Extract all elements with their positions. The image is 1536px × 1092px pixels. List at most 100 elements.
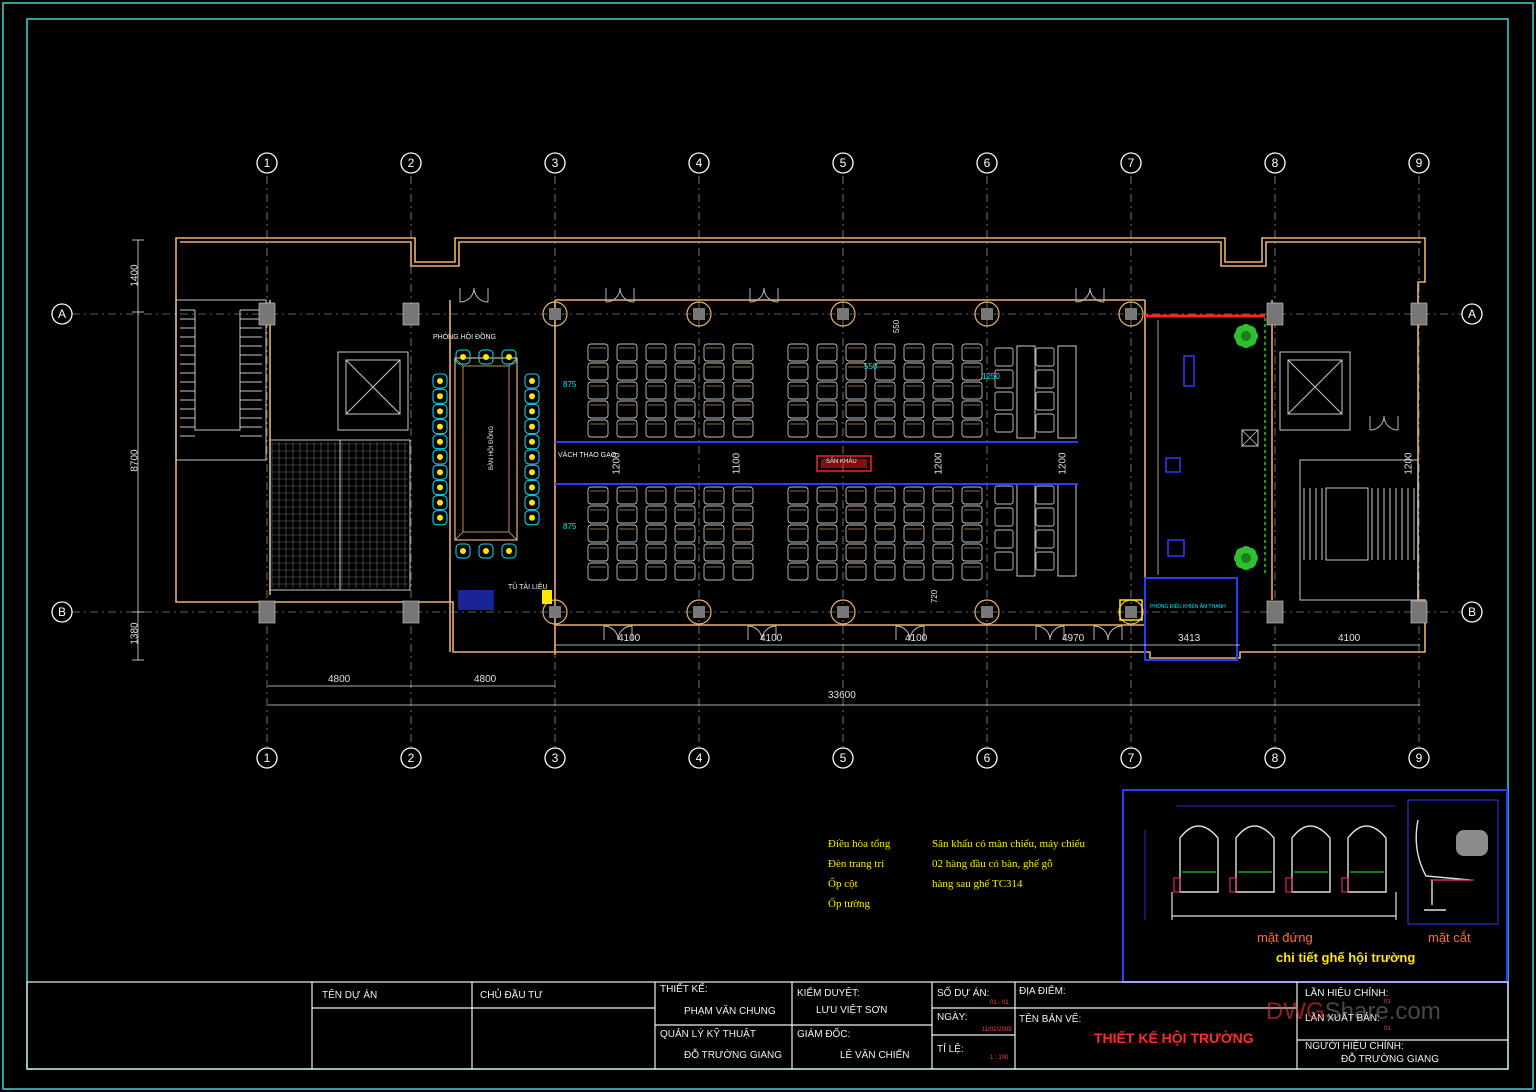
column-square [258,302,276,326]
seat [961,343,983,362]
seat [816,524,838,543]
seat [674,543,696,562]
legend-4: Ốp tường [828,898,871,910]
board-chair-dot [506,548,512,554]
detail-section-chair [1415,819,1471,911]
label-boardroom: PHÒNG HỘI ĐỒNG [433,334,497,341]
column-core [981,606,993,618]
seat [816,400,838,419]
dim-bay-1: 4100 [618,633,641,644]
seat [616,543,638,562]
tb-owner-label: CHỦ ĐẦU TƯ [480,990,543,1001]
grid-bottom-7-label: 7 [1127,751,1135,765]
column-round [974,301,1000,327]
grid-lines [72,176,1462,748]
tb-revision: 01 [1384,999,1391,1005]
tb-date: 11/02/2009 [982,1027,1012,1033]
tb-director-label: GIÁM ĐỐC: [797,1029,851,1040]
seat [932,524,954,543]
door-swing [1107,625,1123,641]
desk-seat [994,529,1014,549]
seat [816,543,838,562]
board-chair [432,388,448,404]
grid-bottom-1-circle [256,747,278,769]
seat [787,486,809,505]
description-3: hàng sau ghế TC314 [932,878,1023,890]
auditorium-seats [587,343,983,581]
dim-misc-1: 550 [892,319,902,334]
column-square [258,600,276,624]
detail-armrest [1229,877,1237,893]
grid-bottom-8-circle [1264,747,1286,769]
legend-3: Ốp cột [828,878,858,890]
dim-bay-3: 4100 [905,633,928,644]
grid-bottom-9-circle [1408,747,1430,769]
tb-issue: 01 [1384,1026,1391,1032]
desk-seat [994,369,1014,389]
seat [732,543,754,562]
board-chair-dot [437,438,443,445]
door-swing [763,287,779,303]
tb-location-label: ĐỊA ĐIỂM: [1019,986,1066,997]
column-core [837,308,849,320]
inner-frame [26,18,1509,1070]
door-swing [1369,415,1385,431]
seat [587,524,609,543]
desk [1057,345,1077,439]
seat [961,543,983,562]
seat [903,524,925,543]
dim-total: 33600 [828,690,856,701]
board-chair [524,388,540,404]
seat [932,419,954,438]
tb-drawing-name-label: TÊN BẢN VẼ: [1019,1014,1082,1025]
door-swing [1049,625,1065,641]
door-swing [603,625,619,641]
label-board-table: BÀN HỘI ĐỒNG [489,425,496,471]
seat [587,343,609,362]
tb-project-no: 01 - 01 [990,1000,1009,1006]
tb-reviser-label: NGƯỜI HIỆU CHỈNH: [1305,1041,1404,1052]
dim-bottom-a: 4800 [328,674,351,685]
board-chair-dot [529,408,535,415]
dim-bay-5: 3413 [1178,633,1201,644]
seat [587,419,609,438]
dimension-lines [132,239,1420,706]
seat [816,419,838,438]
door-swing [909,625,925,641]
seat [874,419,896,438]
detail-chair-back [1235,825,1275,893]
board-chair-dot [437,408,443,415]
center-marker-fill [821,459,867,468]
desk-seat [994,347,1014,367]
grid-bottom-3-label: 3 [551,751,559,765]
legend-2: Đèn trang trí [828,858,885,870]
board-chair-dot [437,499,443,506]
tb-project-no-label: SỐ DỰ ÁN: [937,988,990,999]
door-swing [1089,287,1105,303]
seat [961,419,983,438]
column-square [402,302,420,326]
seat [674,505,696,524]
detail-chair-back [1291,825,1331,893]
grid-top-9-label: 9 [1415,156,1423,170]
board-chair [524,403,540,419]
label-stage: SÂN KHẤU [826,459,857,465]
dim-misc-4: 1250 [982,372,1000,381]
board-chair [524,479,540,495]
board-chair-dot [529,454,535,460]
dim-aisle-2: 1100 [731,452,743,475]
column-round [1118,301,1144,327]
dim-aisle-4: 1200 [1057,452,1069,475]
board-chair-dot [506,354,512,360]
seat [816,343,838,362]
seat [903,419,925,438]
door-swing [1035,625,1051,641]
seat [903,562,925,581]
seat [816,381,838,400]
seat [703,524,725,543]
board-chair [501,543,517,559]
seat [587,543,609,562]
seat [645,524,667,543]
seat [845,486,867,505]
seat [787,505,809,524]
